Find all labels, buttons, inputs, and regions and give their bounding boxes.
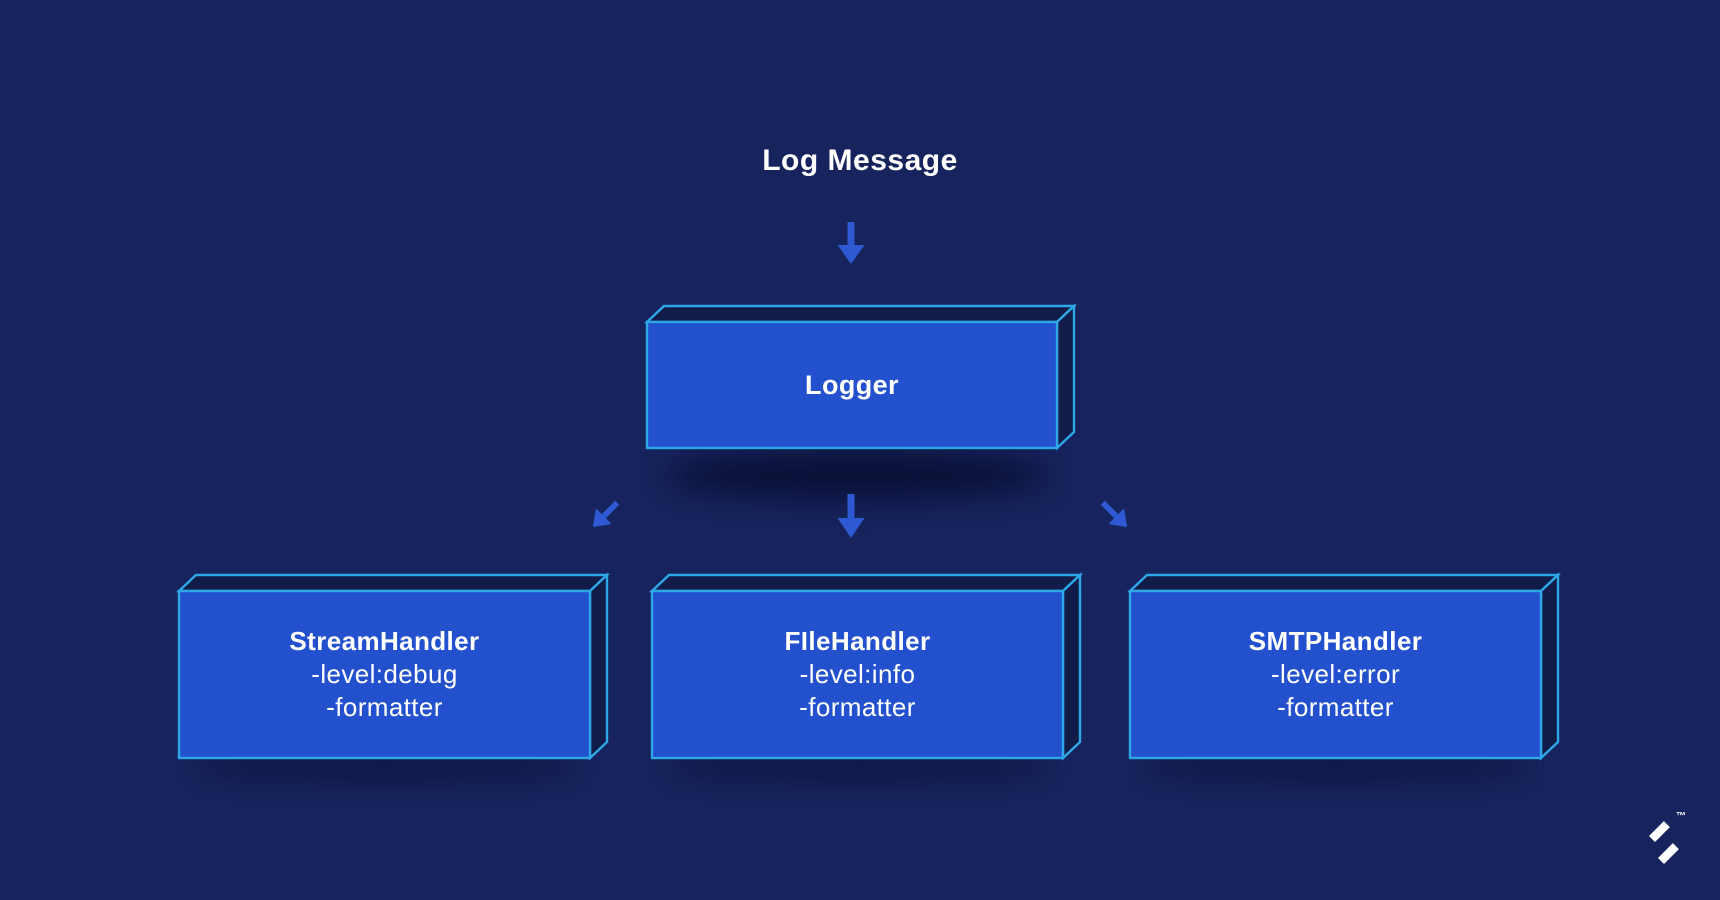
- handler-formatter: -formatter: [326, 692, 443, 722]
- arrow-down-icon: [837, 222, 865, 264]
- handler-name: SMTPHandler: [1248, 626, 1423, 656]
- handler-name: StreamHandler: [289, 626, 480, 656]
- handler-level: -level:info: [799, 659, 916, 689]
- diagram-title: Log Message: [762, 144, 958, 177]
- toptal-logo-icon: ™: [1643, 806, 1695, 865]
- arrow-down-left-icon: [592, 500, 620, 528]
- logger-node: Logger: [643, 303, 1078, 451]
- handler-level: -level:debug: [311, 659, 458, 689]
- stream-handler-node: StreamHandler -level:debug -formatter: [175, 572, 611, 761]
- logger-shadow: [667, 452, 1047, 498]
- smtp-handler-node: SMTPHandler -level:error -formatter: [1126, 572, 1562, 761]
- arrow-down-icon: [837, 494, 865, 538]
- logger-label: Logger: [805, 369, 899, 400]
- handler-formatter: -formatter: [799, 692, 916, 722]
- handler-formatter: -formatter: [1277, 692, 1394, 722]
- arrow-down-right-icon: [1100, 500, 1128, 528]
- handler-name: FIleHandler: [784, 626, 931, 656]
- trademark-symbol: ™: [1676, 811, 1686, 822]
- file-handler-node: FIleHandler -level:info -formatter: [648, 572, 1084, 761]
- handler-level: -level:error: [1270, 659, 1401, 689]
